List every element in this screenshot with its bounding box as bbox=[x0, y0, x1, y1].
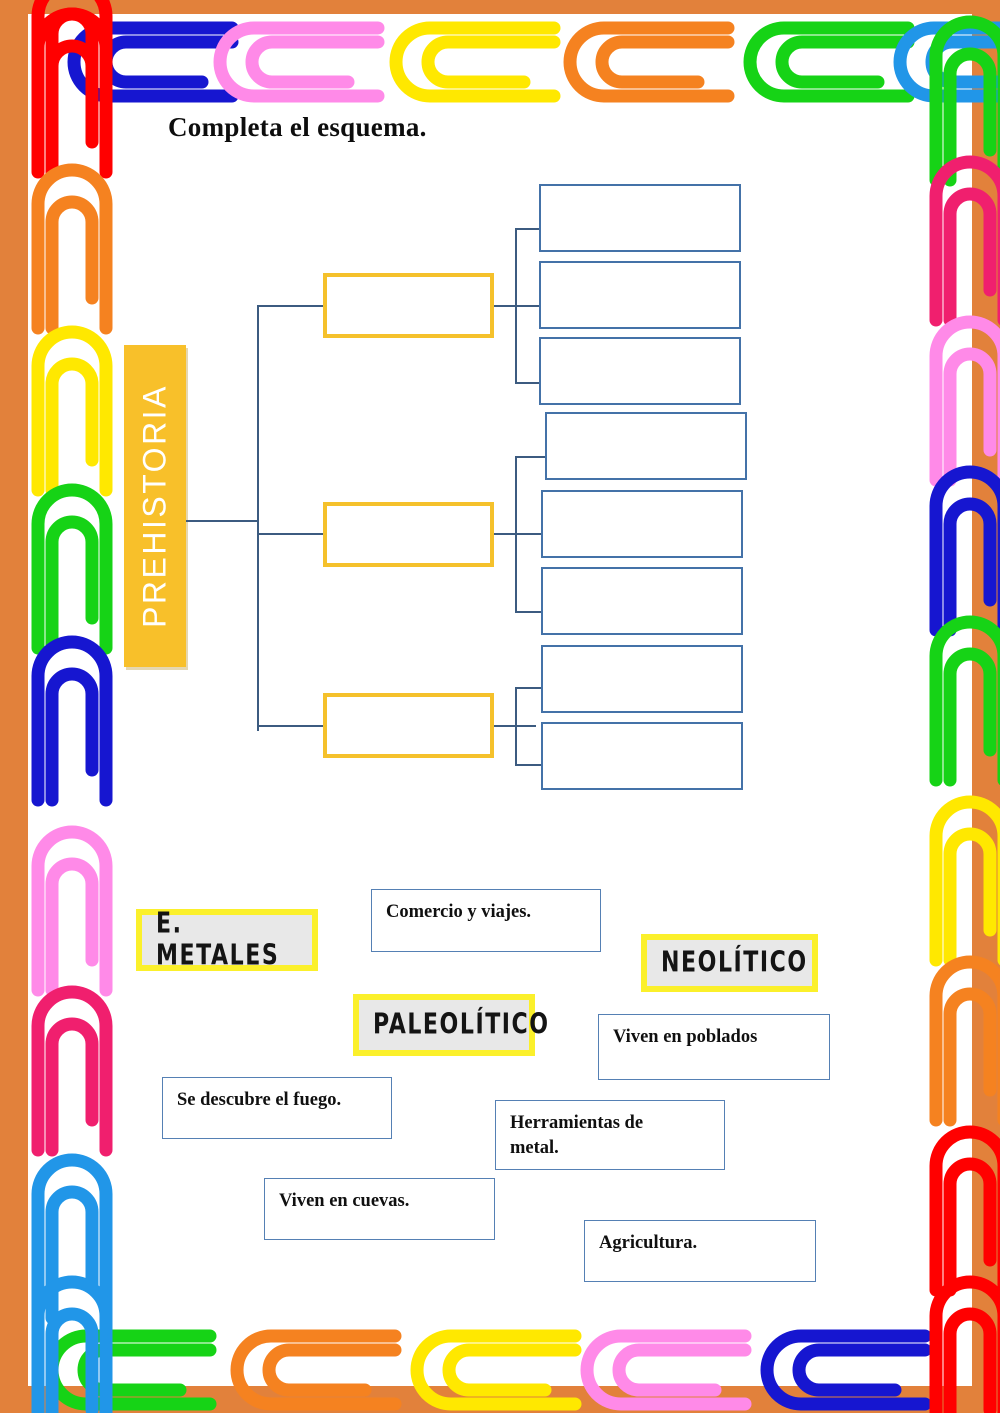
fact-card-herramientas[interactable]: Herramientas de metal. bbox=[495, 1100, 725, 1170]
page-title: Completa el esquema. bbox=[168, 112, 427, 142]
tag-label: PALEOLÍTICO bbox=[373, 1009, 550, 1041]
root-node-prehistoria: PREHISTORIA bbox=[124, 345, 186, 667]
leaf-box-2-2[interactable] bbox=[541, 490, 743, 558]
leaf-box-1-2[interactable] bbox=[539, 261, 741, 329]
fact-line: Agricultura. bbox=[599, 1233, 698, 1253]
connector-branch-spine bbox=[257, 305, 259, 731]
connector-b2-child-3 bbox=[515, 611, 541, 613]
tag-neolitico[interactable]: NEOLÍTICO bbox=[641, 934, 818, 992]
fact-card-comercio[interactable]: Comercio y viajes. bbox=[371, 889, 601, 952]
fact-line: Se descubre el fuego. bbox=[177, 1090, 342, 1110]
fact-line: Comercio y viajes. bbox=[386, 902, 532, 922]
tag-label: NEOLÍTICO bbox=[661, 947, 808, 979]
connector-b3-child-2 bbox=[515, 764, 541, 766]
leaf-box-2-3[interactable] bbox=[541, 567, 743, 635]
connector-branch-2 bbox=[257, 533, 353, 535]
fact-line: Herramientas de bbox=[510, 1113, 644, 1133]
connector-b2-child-1 bbox=[515, 456, 545, 458]
tag-e-metales[interactable]: E. METALES bbox=[136, 908, 318, 972]
connector-branch-1 bbox=[257, 305, 353, 307]
connector-b1-child-2 bbox=[515, 305, 539, 307]
tag-label: E. METALES bbox=[156, 908, 280, 972]
root-node-label: PREHISTORIA bbox=[136, 384, 173, 628]
fact-card-agricultura[interactable]: Agricultura. bbox=[584, 1220, 816, 1282]
worksheet-content: Completa el esquema. PREHISTORIA bbox=[28, 14, 972, 1386]
leaf-box-1-3[interactable] bbox=[539, 337, 741, 405]
connector-branch-spine-lower bbox=[257, 520, 259, 726]
branch-box-3[interactable] bbox=[323, 693, 494, 758]
leaf-box-3-2[interactable] bbox=[541, 722, 743, 790]
leaf-box-1-1[interactable] bbox=[539, 184, 741, 252]
fact-card-cuevas[interactable]: Viven en cuevas. bbox=[264, 1178, 495, 1240]
worksheet-sheet: Completa el esquema. PREHISTORIA bbox=[28, 14, 972, 1386]
connector-b3-spine bbox=[515, 687, 517, 764]
fact-line: metal. bbox=[510, 1137, 559, 1158]
fact-line: Viven en cuevas. bbox=[279, 1191, 410, 1211]
fact-card-poblados[interactable]: Viven en poblados bbox=[598, 1014, 830, 1080]
leaf-box-3-1[interactable] bbox=[541, 645, 743, 713]
branch-box-1[interactable] bbox=[323, 273, 494, 338]
connector-root-stem bbox=[186, 520, 258, 522]
fact-card-fuego[interactable]: Se descubre el fuego. bbox=[162, 1077, 392, 1139]
connector-b3-child-1 bbox=[515, 687, 541, 689]
tag-paleolitico[interactable]: PALEOLÍTICO bbox=[353, 994, 548, 1056]
leaf-box-2-1[interactable] bbox=[545, 412, 747, 480]
connector-b2-child-2 bbox=[515, 533, 541, 535]
connector-b1-child-3 bbox=[515, 382, 539, 384]
fact-line: Viven en poblados bbox=[613, 1027, 758, 1047]
connector-branch-3 bbox=[257, 725, 353, 727]
connector-b1-child-1 bbox=[515, 228, 539, 230]
branch-box-2[interactable] bbox=[323, 502, 494, 567]
